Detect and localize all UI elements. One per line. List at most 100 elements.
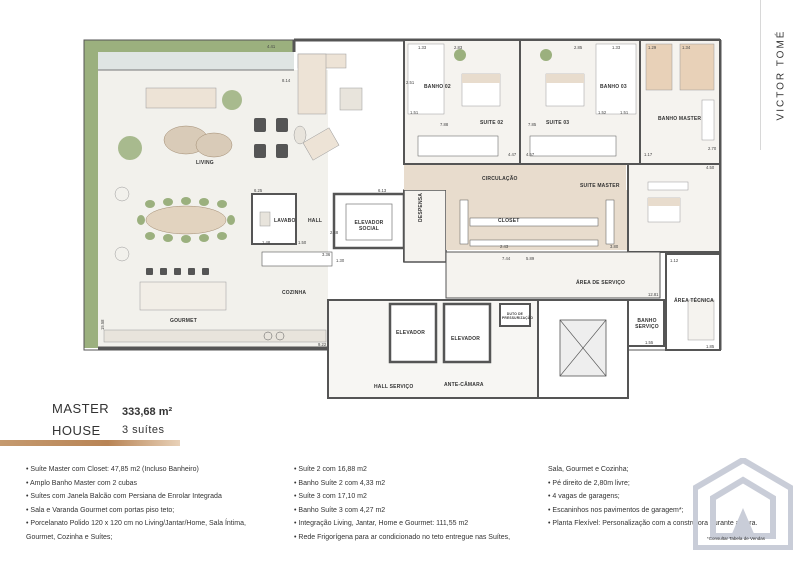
room-ante-camara: ANTE-CÂMARA bbox=[444, 382, 484, 388]
floor-plan-drawing bbox=[83, 38, 722, 399]
dimension: 6.25 bbox=[254, 188, 263, 193]
dimension: 7.85 bbox=[528, 122, 537, 127]
dimension: 1.17 bbox=[644, 152, 653, 157]
dimension: 2.85 bbox=[574, 45, 583, 50]
feature-item: • Sala e Varanda Gourmet com portas piso… bbox=[26, 506, 175, 514]
circulation-floor bbox=[404, 164, 626, 190]
garden-top bbox=[84, 40, 294, 52]
room-cozinha: COZINHA bbox=[282, 290, 307, 296]
lavabo-room bbox=[251, 193, 297, 245]
dimension: 1.51 bbox=[620, 110, 629, 115]
corner-sofa bbox=[297, 53, 327, 115]
dimension: 9.22 bbox=[318, 342, 327, 347]
total-area: 333,68 m² bbox=[122, 406, 173, 418]
gourmet-island bbox=[139, 281, 227, 311]
dimension: 3.36 bbox=[322, 252, 331, 257]
suites-count: 3 suítes bbox=[122, 424, 165, 436]
dimension: 1.34 bbox=[682, 45, 691, 50]
dimension: 6.13 bbox=[378, 188, 387, 193]
dimension: 3.80 bbox=[610, 244, 619, 249]
title-line-2: HOUSE bbox=[52, 423, 101, 438]
feature-item: • Planta Flexível: Personalização com a … bbox=[548, 520, 758, 527]
features-column-3: Sala, Gourmet e Cozinha; • Pé direito de… bbox=[548, 463, 757, 531]
room-area-servico: ÁREA DE SERVIÇO bbox=[576, 280, 626, 286]
dimension: 5.89 bbox=[526, 256, 535, 261]
feature-item: Sala, Gourmet e Cozinha; bbox=[548, 466, 629, 473]
room-elevador-1: ELEVADOR bbox=[396, 330, 426, 336]
room-despensa: DESPENSA bbox=[418, 192, 424, 222]
dimension: 1.29 bbox=[648, 45, 657, 50]
room-banho-02: BANHO 02 bbox=[424, 84, 451, 90]
feature-item: • Pé direito de 2,80m livre; bbox=[548, 479, 630, 487]
dimension: 1.50 bbox=[298, 240, 307, 245]
feature-item: • Amplo Banho Master com 2 cubas bbox=[26, 479, 138, 487]
room-suite-02: SUITE 02 bbox=[480, 120, 504, 126]
dimension: 1.85 bbox=[706, 344, 715, 349]
room-area-tecnica: ÁREA TÉCNICA bbox=[674, 298, 714, 304]
elevator-1 bbox=[388, 302, 438, 364]
dimension: 1.55 bbox=[645, 340, 654, 345]
room-duto: DUTO DE PRESSURIZAÇÃO bbox=[502, 312, 534, 320]
room-banho-master: BANHO MASTER bbox=[658, 116, 702, 122]
dimension: 1.48 bbox=[262, 240, 271, 245]
dimension: 2.48 bbox=[330, 230, 339, 235]
room-banho-03: BANHO 03 bbox=[600, 84, 627, 90]
dimension: 1.33 bbox=[612, 45, 621, 50]
elevator-2 bbox=[442, 302, 492, 364]
dimension: 7.44 bbox=[502, 256, 511, 261]
feature-item: • Suítes com Janela Balcão com Persiana … bbox=[26, 493, 222, 500]
pantry bbox=[403, 189, 447, 263]
features-column-2: • Suíte 2 com 16,88 m2 • Banho Suíte 2 c… bbox=[294, 463, 510, 544]
room-elevador-social: ELEVADOR SOCIAL bbox=[354, 220, 384, 232]
room-lavabo: LAVABO bbox=[274, 218, 296, 224]
garden-strip bbox=[84, 40, 98, 348]
brand-column: VICTOR TOMÉ bbox=[760, 0, 800, 150]
feature-item: • Integração Living, Jantar, Home e Gour… bbox=[294, 520, 469, 527]
wood-texture-strip bbox=[0, 440, 180, 446]
house-logo-icon bbox=[692, 456, 794, 555]
room-hall-servico: HALL SERVIÇO bbox=[374, 384, 414, 390]
dimension: 4.50 bbox=[706, 165, 715, 170]
room-hall: HALL bbox=[308, 218, 323, 224]
dimension: 1.52 bbox=[598, 110, 607, 115]
features-column-1: • Suíte Master com Closet: 47,85 m2 (Inc… bbox=[26, 463, 246, 544]
dimension: 12.81 bbox=[648, 292, 659, 297]
feature-item: • Banho Suíte 2 com 4,33 m2 bbox=[294, 479, 386, 487]
dimension: 1.33 bbox=[418, 45, 427, 50]
feature-item: • Rede Frigorígena para ar condicionado … bbox=[294, 533, 511, 541]
feature-item: Gourmet, Cozinha e Suítes; bbox=[26, 533, 113, 541]
balcony-glass bbox=[98, 52, 294, 70]
feature-item: • Porcelanato Polido 120 x 120 cm no Liv… bbox=[26, 520, 246, 527]
room-banho-servico: BANHO SERVIÇO bbox=[635, 318, 659, 330]
plant bbox=[118, 136, 142, 160]
dimension: 2.51 bbox=[406, 80, 415, 85]
title-line-1: MASTER bbox=[52, 401, 110, 416]
footnote: *Consultar Tabela de Vendas bbox=[707, 536, 765, 541]
feature-item: • Escaninhos nos pavimentos de garagem*; bbox=[548, 506, 684, 514]
room-circulacao: CIRCULAÇÃO bbox=[482, 176, 518, 182]
sofa bbox=[145, 87, 217, 109]
brand-name: VICTOR TOMÉ bbox=[775, 29, 787, 121]
dimension: 7.88 bbox=[440, 122, 449, 127]
service-area bbox=[445, 251, 661, 299]
dimension: 1.12 bbox=[670, 258, 679, 263]
dimension: 4.57 bbox=[526, 152, 535, 157]
dimension: 2.43 bbox=[500, 244, 509, 249]
feature-item: • Suíte 2 com 16,88 m2 bbox=[294, 466, 367, 473]
room-suite-03: SUITE 03 bbox=[546, 120, 570, 126]
duct bbox=[499, 303, 531, 327]
dimension: 8.14 bbox=[282, 78, 291, 83]
room-gourmet: GOURMET bbox=[170, 318, 197, 324]
feature-item: • Banho Suíte 3 com 4,27 m2 bbox=[294, 506, 386, 514]
dimension: 1.51 bbox=[410, 110, 419, 115]
dining-table bbox=[145, 205, 227, 235]
room-closet: CLOSET bbox=[498, 218, 520, 224]
dimension: 2.70 bbox=[708, 146, 717, 151]
dimension: 4.47 bbox=[508, 152, 517, 157]
dimension: 2.83 bbox=[454, 45, 463, 50]
feature-item: • 4 vagas de garagens; bbox=[548, 493, 620, 500]
dimension: 4.41 bbox=[267, 44, 276, 49]
feature-item: • Suíte Master com Closet: 47,85 m2 (Inc… bbox=[26, 466, 199, 473]
room-elevador-2: ELEVADOR bbox=[451, 336, 481, 342]
room-suite-master: SUITE MASTER bbox=[580, 183, 620, 189]
